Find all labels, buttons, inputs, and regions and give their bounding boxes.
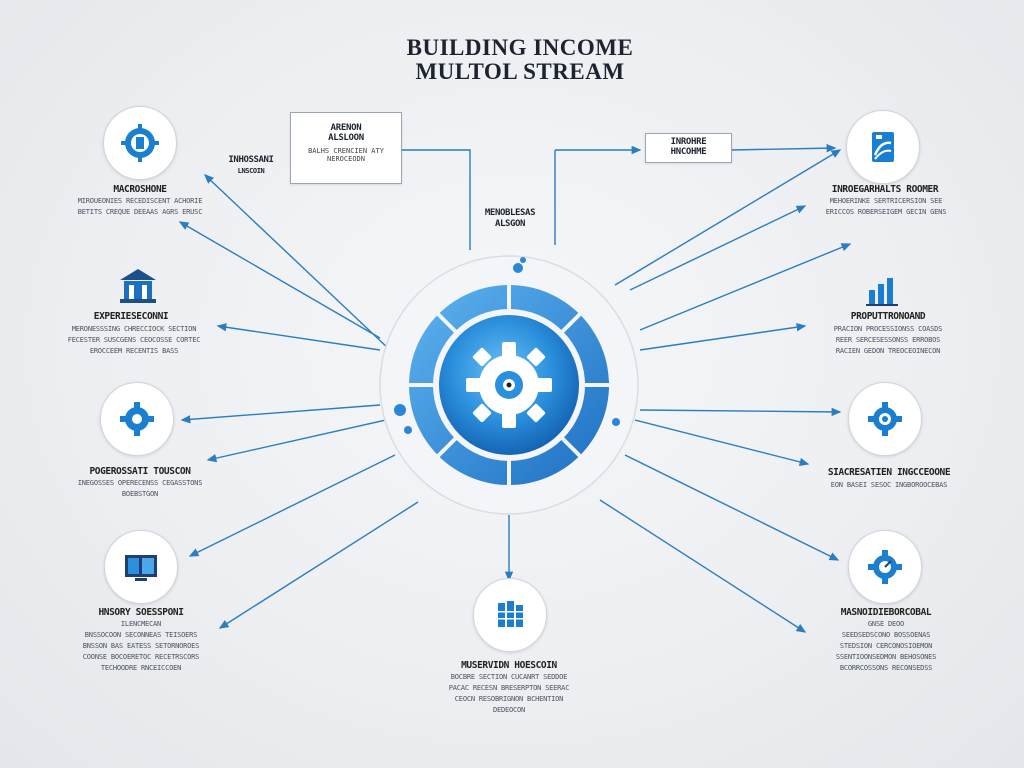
node-desc: INEGOSSES OPERECENSS CEGASSTONS BOEBSTGO… xyxy=(77,479,203,498)
node-desc: BOCBRE SECTION CUCANRT SEDDOE PACAC RECE… xyxy=(448,673,570,714)
node-title: HNSORY SOESSPONI xyxy=(98,607,184,618)
gear-icon xyxy=(120,402,154,436)
connector-line xyxy=(639,407,842,417)
connector-line xyxy=(203,174,391,351)
connector-line xyxy=(206,419,387,463)
box-line-3: BALHS CRENCIEN ATY xyxy=(308,147,384,155)
node-icon xyxy=(861,272,905,312)
gear-circle-icon xyxy=(868,402,902,436)
connector-line xyxy=(634,419,810,466)
chart-card-icon xyxy=(872,132,894,162)
building-icon xyxy=(120,269,156,303)
node-title: MACROSHONE xyxy=(113,184,167,195)
connector-line xyxy=(639,243,852,331)
center-label-line-1: MENOBLESAS xyxy=(484,208,536,218)
connector-line xyxy=(216,323,381,351)
node-title: MUSERVIDN HOESCOIN xyxy=(461,660,557,671)
node-desc: MERONESSSING CHRECCIOCK SECTION FECESTER… xyxy=(67,325,201,355)
node-icon-circle xyxy=(846,110,920,184)
top-left-box: ARENON ALSLOON BALHS CRENCIEN ATY NEROCE… xyxy=(290,112,402,184)
node-icon-circle xyxy=(473,578,547,652)
side-label-line-2: LNSCOIN xyxy=(237,167,265,175)
node-desc: MIROUEONIES RECEDISCENT ACHORIE BETITS C… xyxy=(77,197,203,216)
node-icon-circle xyxy=(103,106,177,180)
connector-line xyxy=(639,323,807,351)
box-line-4: NEROCEODN xyxy=(327,155,365,163)
node-icon-circle xyxy=(104,530,178,604)
central-hub xyxy=(378,254,640,516)
node-title: POGEROSSATI TOUSCON xyxy=(89,466,191,477)
connector-line xyxy=(629,205,807,291)
node-desc: PRACION PROCESSIONSS COASDS REER SERCESE… xyxy=(833,325,943,355)
connector-line xyxy=(624,454,840,561)
box-line-2: ALSLOON xyxy=(328,133,364,143)
node-icon xyxy=(116,266,160,306)
node-desc: EON BASEI SESOC INGBOROOCEBAS xyxy=(830,481,948,489)
connector-line xyxy=(218,501,419,629)
node-icon-circle xyxy=(100,382,174,456)
node-title: INROEGARHALTS ROOMER xyxy=(831,184,939,195)
title-line-1: BUILDING INCOME xyxy=(406,35,634,60)
top-right-box: INROHRE HNCOHME xyxy=(645,133,732,163)
diagram-title: BUILDING INCOME MULTOL STREAM xyxy=(390,36,650,84)
node-title: SIACRESATIEN INGCCEOONE xyxy=(827,467,951,478)
connector-line xyxy=(178,221,381,339)
connector-line xyxy=(614,149,842,286)
side-label-line-1: INHOSSANI xyxy=(228,155,274,165)
node-title: EXPERIESECONNI xyxy=(93,311,169,322)
hub-graphic xyxy=(379,255,639,515)
center-label-line-2: ALSGON xyxy=(494,219,526,229)
left-side-label: INHOSSANI LNSCOIN xyxy=(214,155,288,177)
gear-dial-icon xyxy=(868,550,902,584)
connector-line xyxy=(180,404,381,424)
monitor-icon xyxy=(125,555,157,581)
center-label: MENOBLESAS ALSGON xyxy=(470,208,550,230)
connector-line xyxy=(188,454,396,557)
box-line-2: HNCOHME xyxy=(670,147,707,157)
node-desc: MEHOERINKE SERTRICERSION SEE ERICCOS ROB… xyxy=(825,197,947,216)
node-desc: ILENCMECAN BNSSOCOON SECONNEAS TEISOERS … xyxy=(82,620,200,672)
node-icon-circle xyxy=(848,530,922,604)
title-line-2: MULTOL STREAM xyxy=(415,59,625,84)
connector-line xyxy=(599,499,807,633)
gear-shield-icon xyxy=(121,124,159,162)
connector-line xyxy=(402,149,471,250)
box-line-1: INROHRE xyxy=(670,137,707,147)
node-icon-circle xyxy=(848,382,922,456)
bar-stack-icon xyxy=(498,601,523,627)
node-desc: GNSE DEOO SEEDSEDSCONO BOSSOENAS STEDSIO… xyxy=(835,620,937,672)
bar-chart-icon xyxy=(866,278,898,306)
connector-line xyxy=(729,143,837,153)
box-line-1: ARENON xyxy=(330,123,362,133)
node-title: PROPUTTRONOAND xyxy=(850,311,926,322)
node-title: MASNOIDIEBORCOBAL xyxy=(840,607,932,618)
